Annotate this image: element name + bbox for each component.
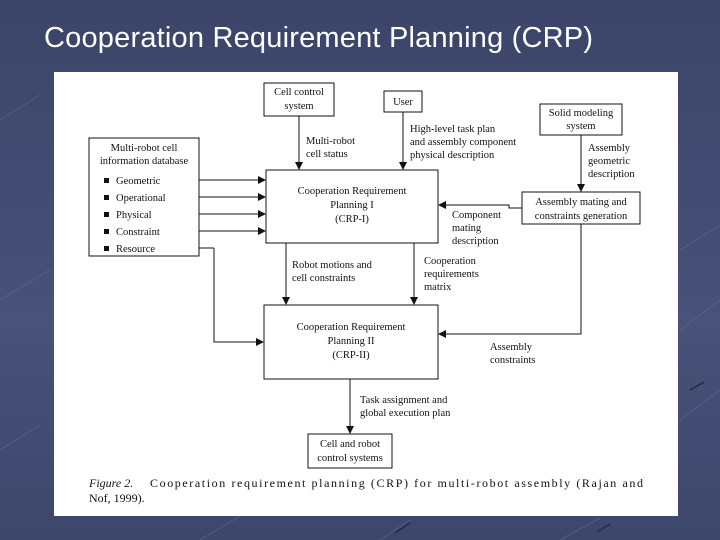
label-coop-matrix-line2: requirements — [424, 269, 479, 280]
crp1-line3: (CRP-I) — [335, 214, 369, 225]
label-component-mating-line1: Component — [452, 210, 501, 221]
assembly-mating-line2: constraints generation — [535, 211, 628, 222]
label-coop-matrix-line3: matrix — [424, 282, 452, 293]
crp2-line3: (CRP-II) — [332, 350, 370, 361]
label-high-level-line2: and assembly component — [410, 137, 516, 148]
label-multi-robot-line2: cell status — [306, 149, 348, 160]
crp1-box: Cooperation Requirement Planning I (CRP-… — [265, 169, 439, 244]
database-box: Multi-robot cell information database Ge… — [88, 137, 200, 257]
crp1-line1: Cooperation Requirement — [298, 186, 407, 197]
crp2-line2: Planning II — [328, 336, 375, 347]
crp2-line1: Cooperation Requirement — [297, 322, 406, 333]
label-high-level-line1: High-level task plan — [410, 124, 496, 135]
label-assembly-geometric-line2: geometric — [588, 156, 630, 167]
figure-caption: Figure 2. Cooperation requirement planni… — [88, 476, 643, 505]
database-item-operational: Operational — [116, 193, 166, 204]
label-multi-robot-line1: Multi-robot — [306, 136, 355, 147]
diagram-figure: Cell control system User Solid modeling … — [54, 72, 678, 516]
database-item-geometric: Geometric — [116, 176, 161, 187]
crp2-box: Cooperation Requirement Planning II (CRP… — [263, 304, 439, 380]
cell-control-line1: Cell control — [274, 87, 324, 98]
database-title-line2: information database — [100, 156, 189, 167]
solid-modeling-line1: Solid modeling — [549, 108, 614, 119]
assembly-mating-line1: Assembly mating and — [535, 197, 627, 208]
connectors — [199, 112, 585, 434]
label-assembly-geometric-line3: description — [588, 169, 635, 180]
slide-title: Cooperation Requirement Planning (CRP) — [44, 22, 594, 54]
label-coop-matrix-line1: Cooperation — [424, 256, 477, 267]
label-assembly-constraints-line1: Assembly — [490, 342, 533, 353]
label-high-level-line3: physical description — [410, 150, 495, 161]
label-robot-motions-line2: cell constraints — [292, 273, 355, 284]
user-box: User — [383, 90, 423, 113]
crp1-line2: Planning I — [330, 200, 374, 211]
database-item-constraint: Constraint — [116, 227, 160, 238]
label-task-assignment-line1: Task assignment and — [360, 395, 448, 406]
database-item-physical: Physical — [116, 210, 152, 221]
caption-line2: Nof, 1999). — [89, 491, 145, 505]
cell-control-line2: system — [284, 101, 313, 112]
label-assembly-geometric-line1: Assembly — [588, 143, 631, 154]
arrow-labels: Multi-robot cell status High-level task … — [292, 124, 635, 419]
solid-modeling-box: Solid modeling system — [539, 103, 623, 136]
assembly-mating-box: Assembly mating and constraints generati… — [521, 191, 641, 225]
label-robot-motions-line1: Robot motions and — [292, 260, 373, 271]
user-label: User — [393, 97, 413, 108]
cell-robot-line1: Cell and robot — [320, 439, 380, 450]
cell-robot-box: Cell and robot control systems — [307, 433, 393, 469]
caption-label: Figure 2. — [88, 476, 133, 490]
label-assembly-constraints-line2: constraints — [490, 355, 536, 366]
database-title-line1: Multi-robot cell — [111, 143, 178, 154]
caption-line1: Cooperation requirement planning (CRP) f… — [150, 476, 643, 490]
cell-robot-line2: control systems — [317, 453, 383, 464]
database-item-resource: Resource — [116, 244, 155, 255]
solid-modeling-line2: system — [566, 121, 595, 132]
label-component-mating-line2: mating — [452, 223, 482, 234]
label-task-assignment-line2: global execution plan — [360, 408, 451, 419]
crp-diagram: Cell control system User Solid modeling … — [88, 82, 643, 505]
label-component-mating-line3: description — [452, 236, 499, 247]
cell-control-box: Cell control system — [263, 82, 335, 117]
